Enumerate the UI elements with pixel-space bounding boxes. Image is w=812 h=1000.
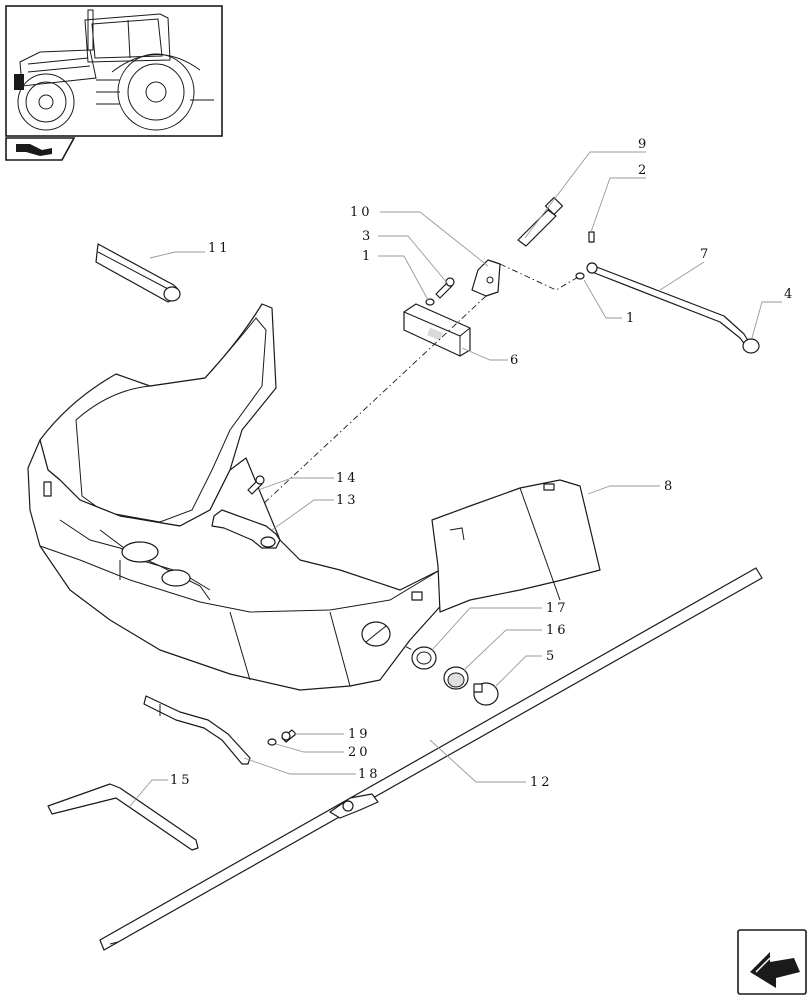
part-15-crank-rod: [47, 783, 199, 851]
part-9-bolt: [517, 196, 564, 247]
tractor-thumbnail-icon[interactable]: [5, 5, 223, 137]
callout-1-top: 1: [362, 249, 373, 264]
callout-6: 6: [510, 353, 521, 368]
callout-20: 20: [348, 745, 371, 760]
callout-10: 10: [350, 205, 373, 220]
callout-4: 4: [784, 287, 795, 302]
callout-3: 3: [362, 229, 373, 244]
leader-lines-lower: [129, 477, 542, 807]
part-10-bracket: [471, 259, 501, 297]
part-17-grommet: [411, 646, 437, 670]
part-19-screw: [281, 729, 297, 743]
callout-11: 11: [208, 241, 231, 256]
callout-18: 18: [358, 767, 381, 782]
callout-5: 5: [546, 649, 557, 664]
part-1-washer-b: [575, 272, 585, 280]
callout-17: 17: [546, 601, 569, 616]
part-20-washer: [267, 738, 277, 746]
part-2-pin: [588, 231, 595, 243]
callout-13: 13: [336, 493, 359, 508]
callout-labels: 9 2 10 3 1 7 4 11 1 6 14 13 8 17 16 5 19…: [170, 137, 795, 790]
callout-16: 16: [546, 623, 569, 638]
part-12-strap: [99, 567, 763, 951]
part-16-nut: [443, 666, 469, 690]
leader-lines-top: [378, 151, 782, 361]
callout-19: 19: [348, 727, 371, 742]
callout-9: 9: [638, 137, 649, 152]
part-11-seal-profile: [95, 243, 205, 303]
callout-12: 12: [530, 775, 553, 790]
part-14-screw: [247, 475, 265, 495]
part-13-handle: [211, 509, 281, 549]
callout-1-right: 1: [626, 311, 637, 326]
part-5-push-pin: [473, 682, 499, 706]
next-page-arrow-icon[interactable]: [737, 929, 807, 995]
callout-2: 2: [638, 163, 649, 178]
callout-14: 14: [336, 471, 359, 486]
part-6-latch: [403, 303, 471, 357]
callout-7: 7: [700, 247, 711, 262]
part-7-rod: [586, 262, 751, 347]
callout-8: 8: [664, 479, 675, 494]
part-18-bar: [143, 695, 251, 765]
part-1-washer-a: [425, 298, 435, 306]
callout-15: 15: [170, 773, 193, 788]
book-section-icon[interactable]: [5, 137, 76, 161]
part-4-knob: [742, 338, 760, 354]
part-8-side-panel: [431, 479, 660, 613]
front-panel-assembly: [27, 303, 463, 691]
